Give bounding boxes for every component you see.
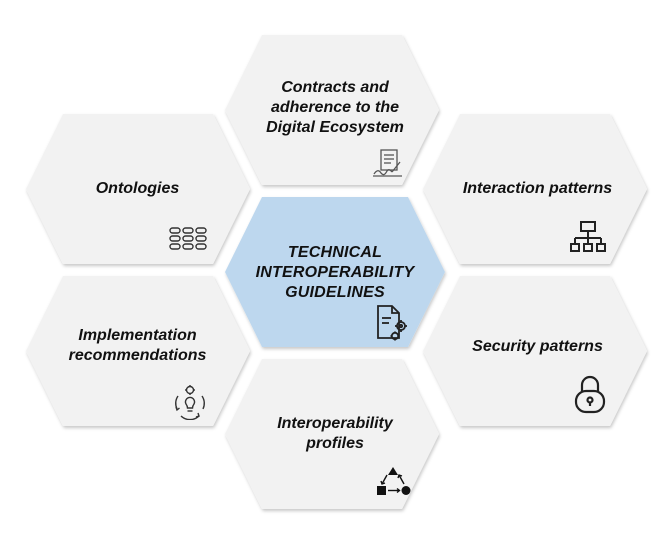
hexagon-interaction <box>423 114 647 264</box>
hexagon-ontologies <box>26 114 250 264</box>
ontology-grid-icon <box>169 227 207 250</box>
document-gear-icon <box>377 305 407 341</box>
hexagon-security <box>423 276 647 426</box>
hexagon-contracts <box>225 35 439 185</box>
center-title: TECHNICAL INTEROPERABILITY GUIDELINES <box>255 244 415 301</box>
lightbulb-cycle-icon <box>175 385 205 420</box>
hexagon-center <box>225 197 445 347</box>
padlock-icon <box>574 375 606 414</box>
hexagon-label-contracts: Contracts and adherence to the Digital E… <box>266 79 404 136</box>
hexagon-label-security: Security patterns <box>472 338 603 355</box>
hexagon-label-ontologies: Ontologies <box>95 180 180 197</box>
hexagon-label-profiles: Interoperability profiles <box>277 415 393 452</box>
shapes-flow-icon <box>377 467 411 495</box>
hierarchy-icon <box>570 221 606 252</box>
hexagon-label-implementation: Implementation recommendations <box>68 327 207 364</box>
hexagon-profiles <box>225 359 439 509</box>
hexagon-label-interaction: Interaction patterns <box>462 180 613 197</box>
contract-signature-icon <box>373 149 402 177</box>
hexagon-implementation <box>26 276 250 426</box>
